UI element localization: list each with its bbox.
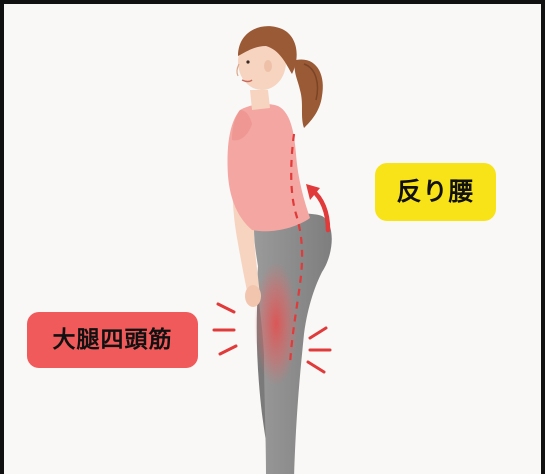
ponytail bbox=[294, 59, 323, 129]
strain-lines-icon bbox=[212, 302, 238, 356]
quadriceps-label: 大腿四頭筋 bbox=[27, 312, 198, 368]
lower-back-label: 反り腰 bbox=[375, 163, 496, 221]
shirt bbox=[227, 103, 310, 232]
hand bbox=[245, 285, 261, 307]
head bbox=[236, 26, 297, 90]
strain-lines-icon bbox=[306, 326, 332, 374]
neck bbox=[250, 90, 270, 110]
quadriceps-highlight bbox=[254, 262, 298, 386]
woman-standing-side-view bbox=[212, 26, 332, 474]
curved-arrow-icon bbox=[306, 184, 331, 233]
spine-curve-line bbox=[288, 133, 304, 365]
